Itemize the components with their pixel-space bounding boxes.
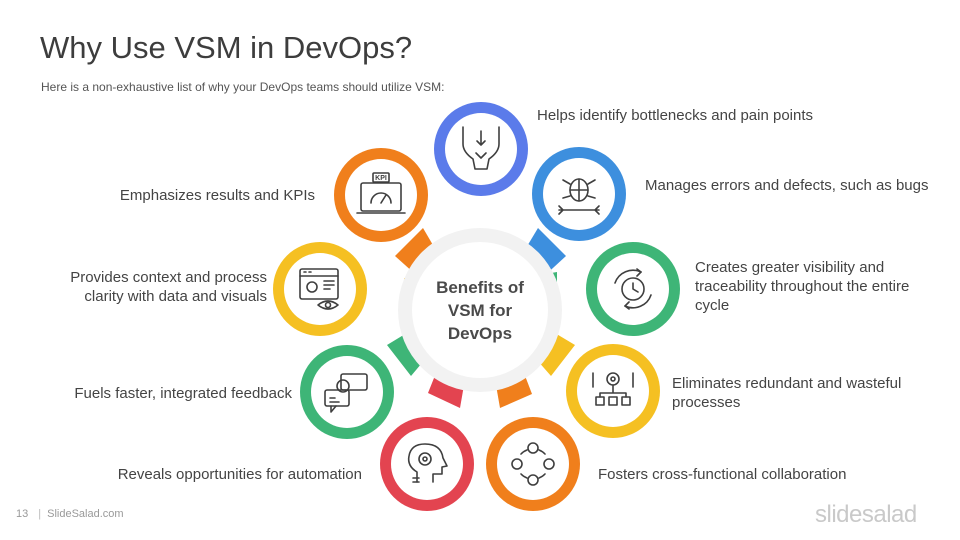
brand-logo: slidesalad: [815, 501, 917, 528]
benefit-feedback: Fuels faster, integrated feedback: [74, 385, 292, 402]
brain-gear-icon: [407, 443, 448, 483]
disc-8: [284, 253, 356, 325]
dashboard-eye-icon: [299, 268, 339, 310]
bug-wrench-icon: [558, 178, 600, 215]
center-label-line-3: DevOps: [447, 324, 513, 343]
disc-9: [345, 159, 417, 231]
footer: 13|SlideSalad.com: [16, 508, 124, 520]
footer-source: SlideSalad.com: [47, 508, 124, 520]
benefit-automation: Reveals opportunities for automation: [117, 466, 362, 483]
benefit-bottlenecks: Helps identify bottlenecks and pain poin…: [537, 107, 814, 124]
feedback-chat-icon: [324, 373, 368, 413]
benefit-visibility: Creates greater visibility and traceabil…: [695, 259, 910, 314]
kpi-badge-text: KPI: [375, 175, 387, 182]
center-circle: [412, 242, 548, 378]
benefit-errors-defects: Manages errors and defects, such as bugs: [645, 177, 929, 194]
kpi-monitor-icon: [356, 172, 406, 214]
page-subtitle: Here is a non-exhaustive list of why you…: [41, 80, 445, 94]
disc-5: [497, 428, 569, 500]
process-gear-icon: [592, 372, 634, 406]
center-label-line-1: Benefits of: [436, 278, 524, 297]
disc-1: [445, 113, 517, 185]
page-number: 13: [16, 508, 29, 520]
center-label-line-2: VSM for: [447, 301, 513, 320]
benefit-collaboration: Fosters cross-functional collaboration: [598, 466, 847, 483]
funnel-icon: [462, 126, 500, 170]
collaboration-icon: [511, 442, 555, 486]
center-label: Benefits of VSM for DevOps: [414, 276, 546, 345]
benefit-results-kpis: Emphasizes results and KPIs: [119, 187, 315, 204]
disc-7: [311, 356, 383, 428]
benefit-context-clarity: Provides context and process clarity wit…: [70, 269, 267, 305]
page-title: Why Use VSM in DevOps?: [40, 30, 413, 65]
clock-cycle-icon: [614, 268, 652, 310]
benefit-eliminate-waste: Eliminates redundant and wasteful proces…: [672, 375, 902, 411]
